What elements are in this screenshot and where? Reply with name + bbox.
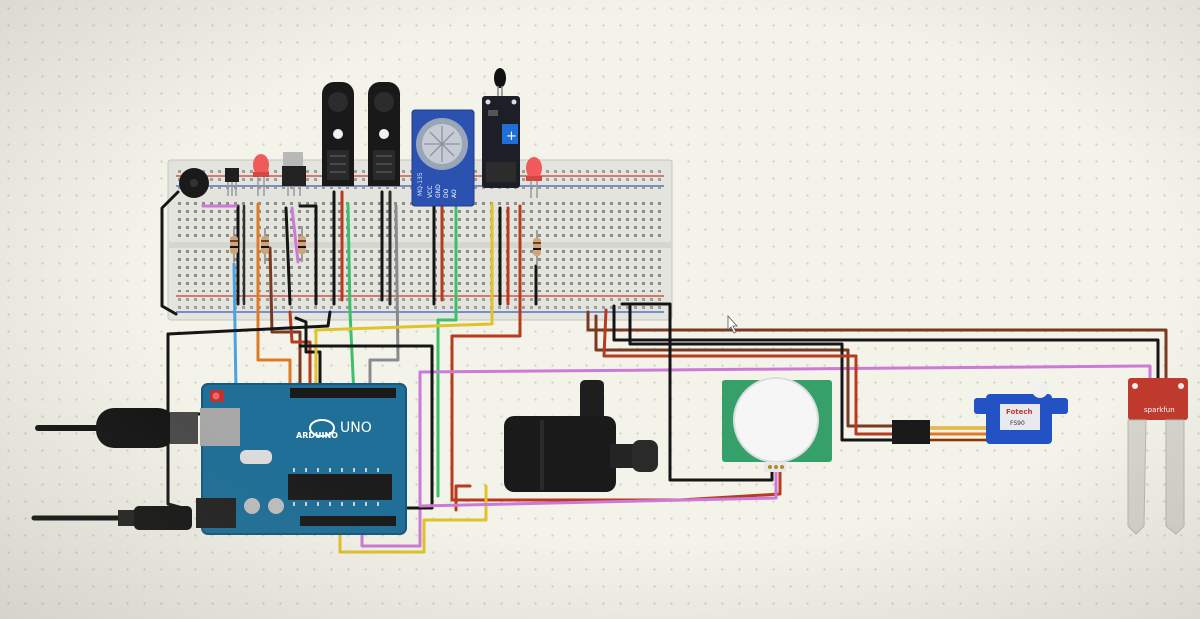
wire-brown-1 xyxy=(268,246,302,390)
wire-black-left xyxy=(160,190,180,316)
led-red-right[interactable] xyxy=(526,157,542,198)
servo-model-text: FS90 xyxy=(1010,420,1025,427)
wire-jumper-5 xyxy=(290,206,300,264)
arduino-uno-board[interactable]: ARDUINO UNO xyxy=(196,383,407,535)
wire-pink-pir xyxy=(418,466,778,508)
wire-green-ir1 xyxy=(346,202,356,398)
resistor-4[interactable] xyxy=(533,230,541,266)
wire-black-3 xyxy=(628,304,898,442)
buzzer[interactable] xyxy=(179,168,209,198)
wire-red-2 xyxy=(602,308,898,436)
arduino-model-text: UNO xyxy=(340,420,372,436)
soil-moisture-sensor[interactable]: sparkfun xyxy=(1127,378,1188,535)
water-pump[interactable] xyxy=(504,380,658,492)
usb-cable[interactable] xyxy=(35,408,198,448)
wires xyxy=(160,190,1168,554)
voltage-regulator[interactable] xyxy=(282,152,306,196)
resistor-2[interactable] xyxy=(261,228,269,264)
flame-sensor[interactable]: + xyxy=(482,68,520,188)
wire-brown-2 xyxy=(594,314,898,428)
wire-jumper-6 xyxy=(298,204,318,306)
wire-black-pir xyxy=(620,302,774,482)
wire-orange-led xyxy=(256,202,292,390)
gas-sensor-model: MQ-135 xyxy=(417,172,424,196)
gas-sensor-pin-ao: AO xyxy=(451,189,458,198)
wire-black-2 xyxy=(294,316,322,392)
resistor-3[interactable] xyxy=(298,226,306,262)
wire-brown-servo xyxy=(586,310,1168,386)
wire-pink-bottom xyxy=(360,364,1152,548)
gas-sensor[interactable]: MQ-135 VCC GND DO AO xyxy=(411,109,475,207)
ir-sensor-2[interactable] xyxy=(368,82,400,186)
transistor[interactable] xyxy=(225,168,239,196)
wire-blue-sensor xyxy=(232,262,238,394)
pir-sensor[interactable] xyxy=(722,377,832,472)
servo-brand-text: Fotech xyxy=(1006,408,1033,416)
wire-jumper-4 xyxy=(284,206,292,306)
gas-sensor-pin-do: DO xyxy=(443,188,450,198)
ir-sensor-1[interactable] xyxy=(322,82,354,186)
wire-orange-servo xyxy=(928,426,992,442)
wire-green-gas xyxy=(436,202,458,498)
wire-red-pump xyxy=(454,484,472,512)
wire-gray-ir2 xyxy=(368,204,400,392)
wire-black-servo xyxy=(612,304,1160,386)
resistor-1[interactable] xyxy=(230,226,238,262)
wire-yellow-bottom xyxy=(338,484,488,554)
gas-sensor-pin-gnd: GND xyxy=(435,184,442,198)
wire-red-flame xyxy=(450,204,782,502)
power-cable[interactable] xyxy=(31,506,192,530)
moisture-brand-text: sparkfun xyxy=(1144,406,1175,414)
wire-black-top xyxy=(166,310,332,336)
pointer-cursor-icon xyxy=(727,314,738,334)
servo-motor[interactable]: Fotech FS90 xyxy=(892,382,1068,444)
led-red-left[interactable] xyxy=(253,154,269,196)
pot-knob-symbol: + xyxy=(506,129,517,144)
gas-sensor-pin-vcc: VCC xyxy=(427,186,434,198)
